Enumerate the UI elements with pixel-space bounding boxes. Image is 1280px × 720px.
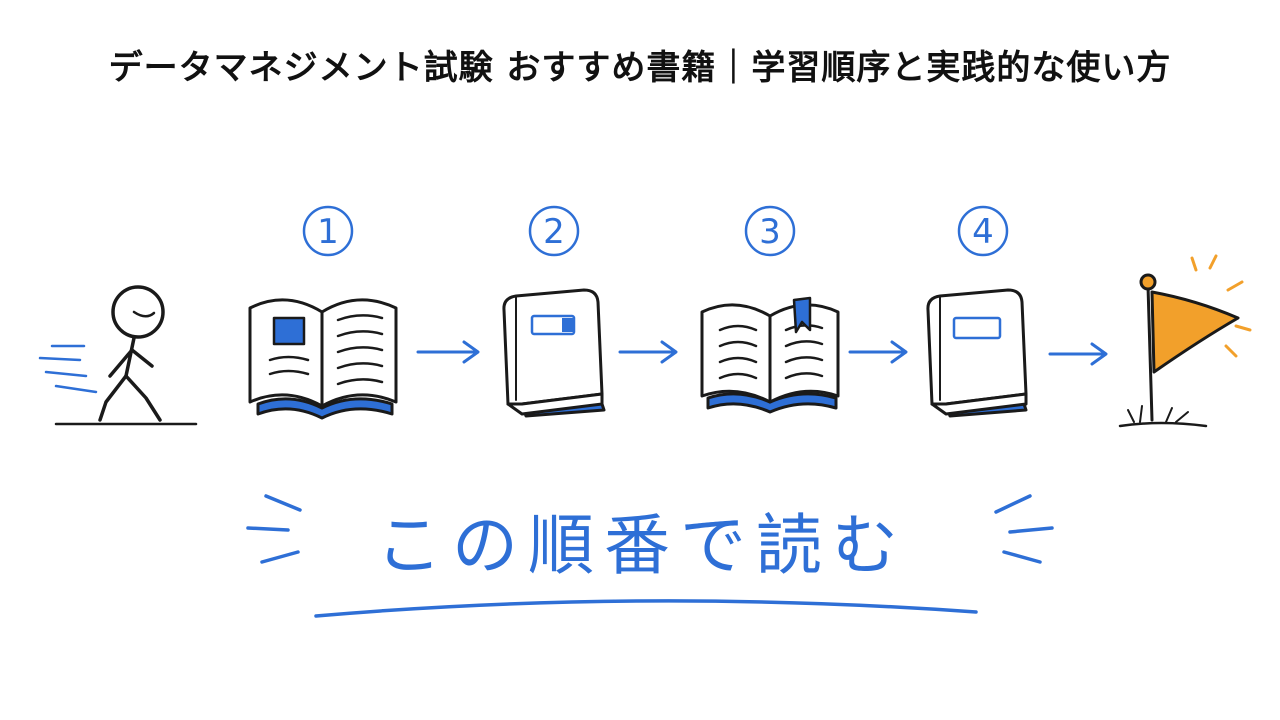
stick-figure-walking-icon <box>38 285 198 426</box>
arrow-right-icon <box>848 340 908 364</box>
step-number-4: 4 <box>957 205 1009 257</box>
closed-book-icon <box>502 288 606 418</box>
open-book-icon <box>248 298 398 420</box>
arrow-right-icon <box>618 340 678 364</box>
step-number-4-label: 4 <box>972 212 994 252</box>
step-number-1: 1 <box>302 205 354 257</box>
step-number-2: 2 <box>528 205 580 257</box>
page-title: データマネジメント試験 おすすめ書籍｜学習順序と実践的な使い方 <box>108 48 1172 88</box>
closed-book-icon <box>926 288 1028 418</box>
goal-flag-icon <box>1118 254 1252 428</box>
tagline-text: この順番で読む <box>376 507 908 584</box>
step-number-3: 3 <box>744 205 796 257</box>
open-book-with-bookmark-icon <box>700 296 840 414</box>
step-number-2-label: 2 <box>543 212 565 252</box>
step-number-1-label: 1 <box>317 212 339 252</box>
step-number-3-label: 3 <box>759 212 781 252</box>
arrow-right-icon <box>416 340 480 364</box>
tagline-emphasis-marks <box>246 494 1054 564</box>
arrow-right-icon <box>1048 342 1108 366</box>
tagline-underline <box>314 599 978 618</box>
